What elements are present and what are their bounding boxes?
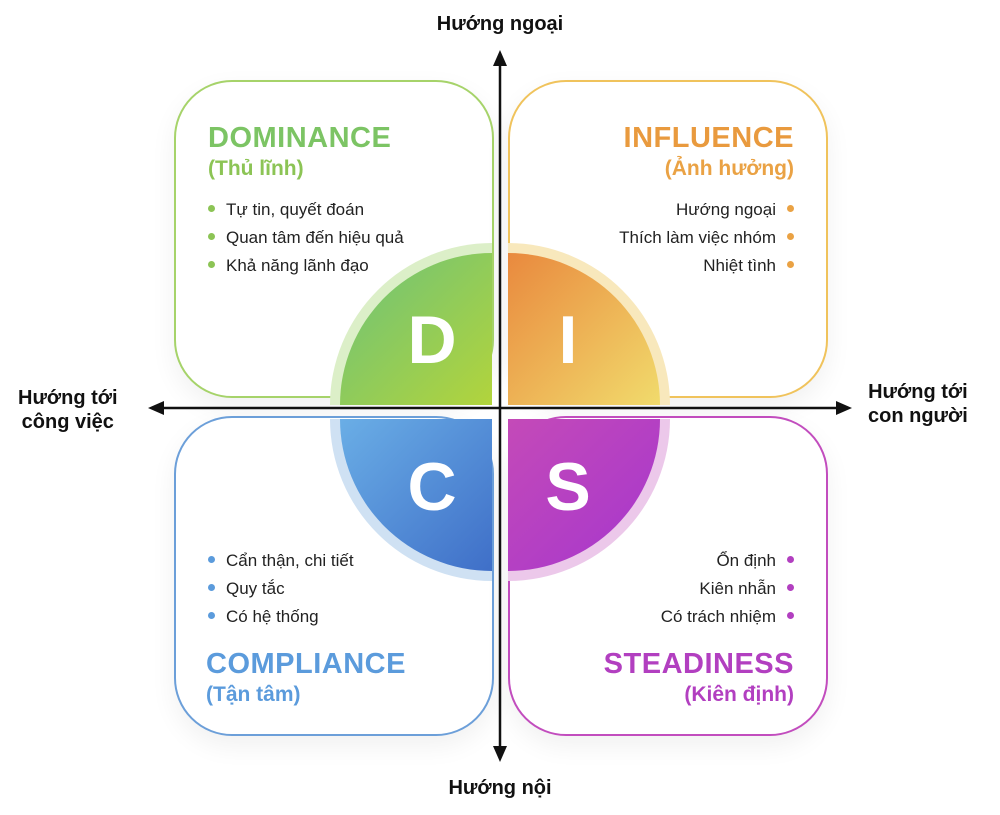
trait-text: Cẩn thận, chi tiết <box>226 551 354 570</box>
trait-item: Quy tắc <box>208 575 354 603</box>
axis-label-right: Hướng tới con người <box>868 380 968 428</box>
steadiness-subtitle: (Kiên định) <box>684 683 794 706</box>
trait-text: Hướng ngoại <box>675 200 776 219</box>
axis-label-top: Hướng ngoại <box>436 13 564 35</box>
trait-item: Cẩn thận, chi tiết <box>208 547 354 575</box>
bullet-dot <box>208 233 215 241</box>
compliance-traits: Cẩn thận, chi tiết Quy tắc Có hệ thống <box>208 547 354 631</box>
arrow-right-icon <box>836 401 852 415</box>
compliance-card: Cẩn thận, chi tiết Quy tắc Có hệ thống C… <box>174 416 494 736</box>
axis-label-left: Hướng tới công việc <box>18 386 118 434</box>
arrow-down-icon <box>493 746 507 762</box>
trait-item: Ổn định <box>661 547 794 575</box>
trait-item: Tự tin, quyết đoán <box>208 196 404 224</box>
trait-item: Hướng ngoại <box>619 196 794 224</box>
trait-item: Có trách nhiệm <box>661 603 794 631</box>
influence-traits: Hướng ngoại Thích làm việc nhóm Nhiệt tì… <box>619 196 794 280</box>
influence-title: INFLUENCE <box>623 122 794 154</box>
trait-text: Nhiệt tình <box>703 256 776 275</box>
bullet-dot <box>787 261 794 269</box>
axis-label-right-line2: con người <box>868 405 968 427</box>
trait-text: Ổn định <box>716 551 776 570</box>
steadiness-title: STEADINESS <box>603 648 794 680</box>
trait-text: Có hệ thống <box>226 607 319 626</box>
dominance-subtitle: (Thủ lĩnh) <box>208 157 304 180</box>
steadiness-card: Ổn định Kiên nhẫn Có trách nhiệm STEADIN… <box>508 416 828 736</box>
trait-text: Quy tắc <box>226 579 285 598</box>
bullet-dot <box>787 584 794 592</box>
bullet-dot <box>208 584 215 592</box>
trait-text: Khả năng lãnh đạo <box>226 256 369 275</box>
axis-label-left-line2: công việc <box>21 411 114 433</box>
bullet-dot <box>208 261 215 269</box>
axis-label-bottom: Hướng nội <box>448 777 552 799</box>
dominance-card: DOMINANCE (Thủ lĩnh) Tự tin, quyết đoán … <box>174 80 494 398</box>
trait-text: Thích làm việc nhóm <box>619 228 776 247</box>
influence-subtitle: (Ảnh hưởng) <box>664 157 794 180</box>
axis-label-right-line1: Hướng tới <box>868 381 968 403</box>
arrow-up-icon <box>493 50 507 66</box>
trait-item: Khả năng lãnh đạo <box>208 252 404 280</box>
influence-card: INFLUENCE (Ảnh hưởng) Hướng ngoại Thích … <box>508 80 828 398</box>
bullet-dot <box>787 556 794 564</box>
trait-item: Kiên nhẫn <box>661 575 794 603</box>
trait-text: Quan tâm đến hiệu quả <box>226 228 404 247</box>
trait-text: Kiên nhẫn <box>699 579 776 598</box>
steadiness-traits: Ổn định Kiên nhẫn Có trách nhiệm <box>661 547 794 631</box>
trait-item: Có hệ thống <box>208 603 354 631</box>
compliance-subtitle: (Tận tâm) <box>206 683 301 706</box>
bullet-dot <box>208 612 215 620</box>
trait-item: Thích làm việc nhóm <box>619 224 794 252</box>
compliance-title: COMPLIANCE <box>206 648 406 680</box>
arrow-left-icon <box>148 401 164 415</box>
bullet-dot <box>208 205 215 213</box>
bullet-dot <box>208 556 215 564</box>
trait-text: Có trách nhiệm <box>660 607 776 626</box>
bullet-dot <box>787 612 794 620</box>
trait-text: Tự tin, quyết đoán <box>226 200 365 219</box>
bullet-dot <box>787 233 794 241</box>
bullet-dot <box>787 205 794 213</box>
trait-item: Nhiệt tình <box>619 252 794 280</box>
trait-item: Quan tâm đến hiệu quả <box>208 224 404 252</box>
dominance-traits: Tự tin, quyết đoán Quan tâm đến hiệu quả… <box>208 196 404 280</box>
dominance-title: DOMINANCE <box>208 122 392 154</box>
axis-label-left-line1: Hướng tới <box>18 387 118 409</box>
